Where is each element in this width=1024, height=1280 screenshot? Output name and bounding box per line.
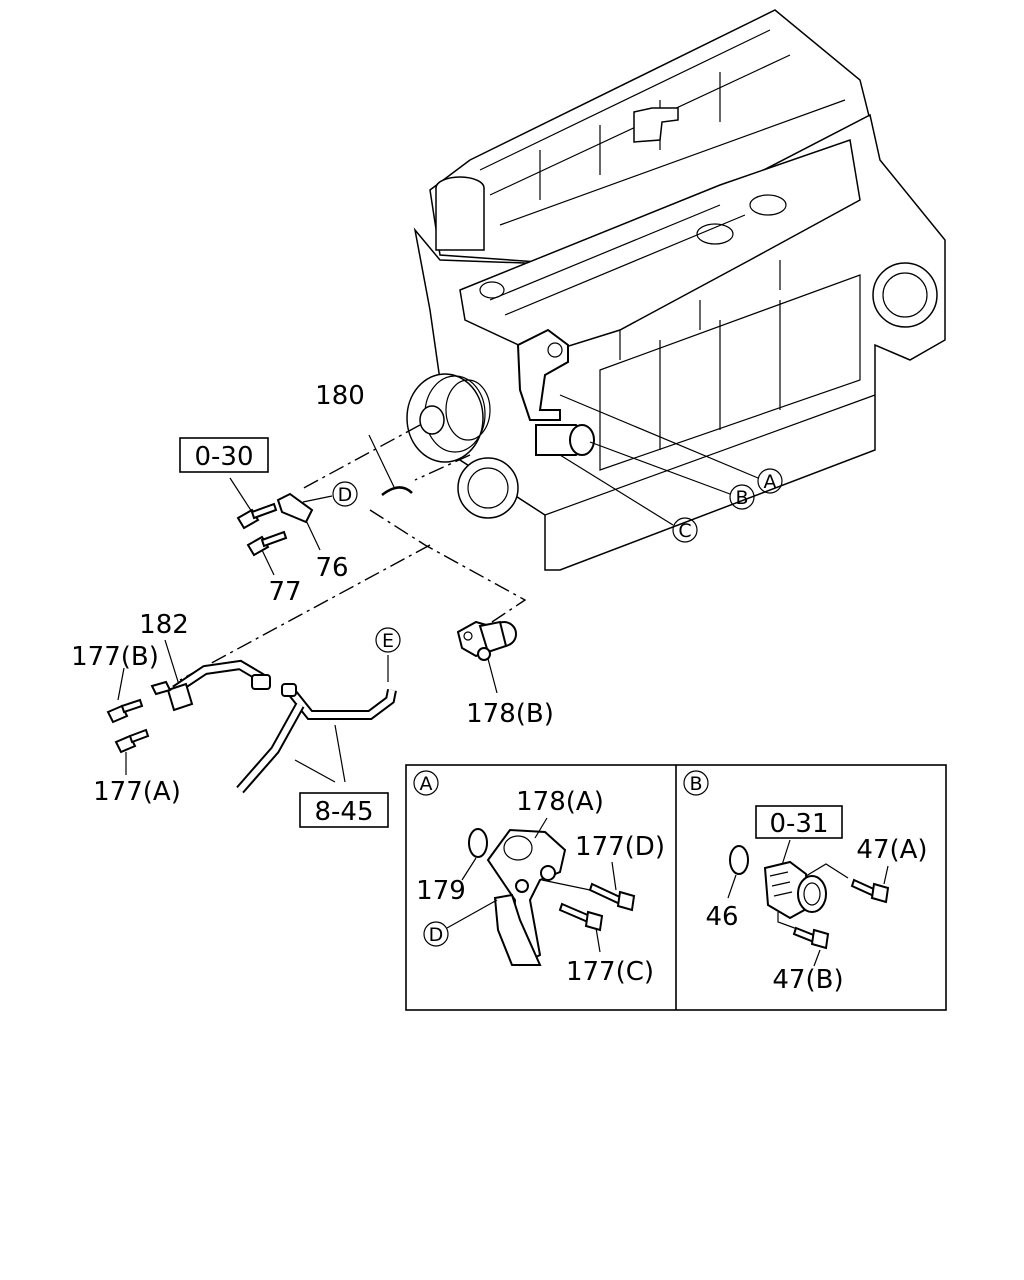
label-77: 77 [268, 577, 301, 607]
label-47a: 47(A) [856, 835, 927, 865]
bolt-177c [558, 902, 604, 932]
snap-ring-180 [381, 486, 413, 496]
thermostat-housing [763, 860, 827, 920]
svg-text:D: D [429, 924, 444, 946]
inset-a: A D 178(A) [413, 770, 665, 987]
water-outlet-on-engine [516, 328, 595, 456]
label-177d: 177(D) [575, 832, 665, 862]
callout-c-main: C [672, 517, 698, 543]
o-ring-46 [729, 845, 749, 875]
svg-text:B: B [689, 773, 702, 795]
ref-box-8-45[interactable]: 8-45 [299, 792, 389, 828]
svg-text:D: D [338, 484, 353, 506]
label-180: 180 [315, 381, 365, 411]
label-177a: 177(A) [93, 777, 181, 807]
callout-a-main: A [757, 468, 783, 494]
label-178b: 178(B) [466, 699, 554, 729]
bolt-77 [246, 530, 288, 557]
label-47b: 47(B) [772, 965, 843, 995]
bolt-177d [588, 882, 636, 912]
engine-block [406, 9, 946, 571]
svg-text:E: E [382, 630, 394, 652]
label-177c: 177(C) [566, 957, 654, 987]
label-46: 46 [705, 902, 738, 932]
bolt-177b [106, 698, 144, 724]
ref-box-0-30[interactable]: 0-30 [179, 437, 269, 473]
bolt-47b [792, 926, 830, 950]
inset-b-letter: B [683, 770, 709, 796]
o-ring-179 [468, 828, 488, 858]
water-pipe-assembly [150, 659, 397, 794]
bolt-0-30 [236, 502, 278, 530]
inset-b: B 0-31 46 47(A) [683, 770, 928, 995]
inset-a-letter: A [413, 770, 439, 796]
bolt-177a [114, 728, 150, 754]
callout-b-main: B [729, 484, 755, 510]
label-179: 179 [416, 876, 466, 906]
dash-leaders [179, 424, 527, 681]
label-177b: 177(B) [71, 642, 159, 672]
callout-e-main: E [375, 627, 401, 653]
water-outlet-178b [456, 620, 517, 661]
callout-d-main: D [332, 481, 358, 507]
ref-0-30-text: 0-30 [194, 442, 253, 472]
gasket-plate-76 [276, 492, 314, 524]
label-182: 182 [139, 610, 189, 640]
ref-8-45-text: 8-45 [314, 797, 373, 827]
leader-lines [117, 394, 759, 783]
inset-frame [405, 764, 947, 1011]
callout-d-inset: D [423, 921, 449, 947]
svg-text:B: B [735, 487, 748, 509]
svg-text:A: A [764, 471, 777, 493]
label-178a: 178(A) [516, 787, 604, 817]
ref-box-0-31[interactable]: 0-31 [755, 805, 843, 839]
ref-0-31-text: 0-31 [769, 809, 828, 839]
label-76: 76 [315, 553, 348, 583]
bolt-47a [850, 878, 890, 904]
svg-text:A: A [420, 773, 433, 795]
svg-text:C: C [678, 520, 691, 542]
water-outlet-178a [486, 828, 567, 967]
